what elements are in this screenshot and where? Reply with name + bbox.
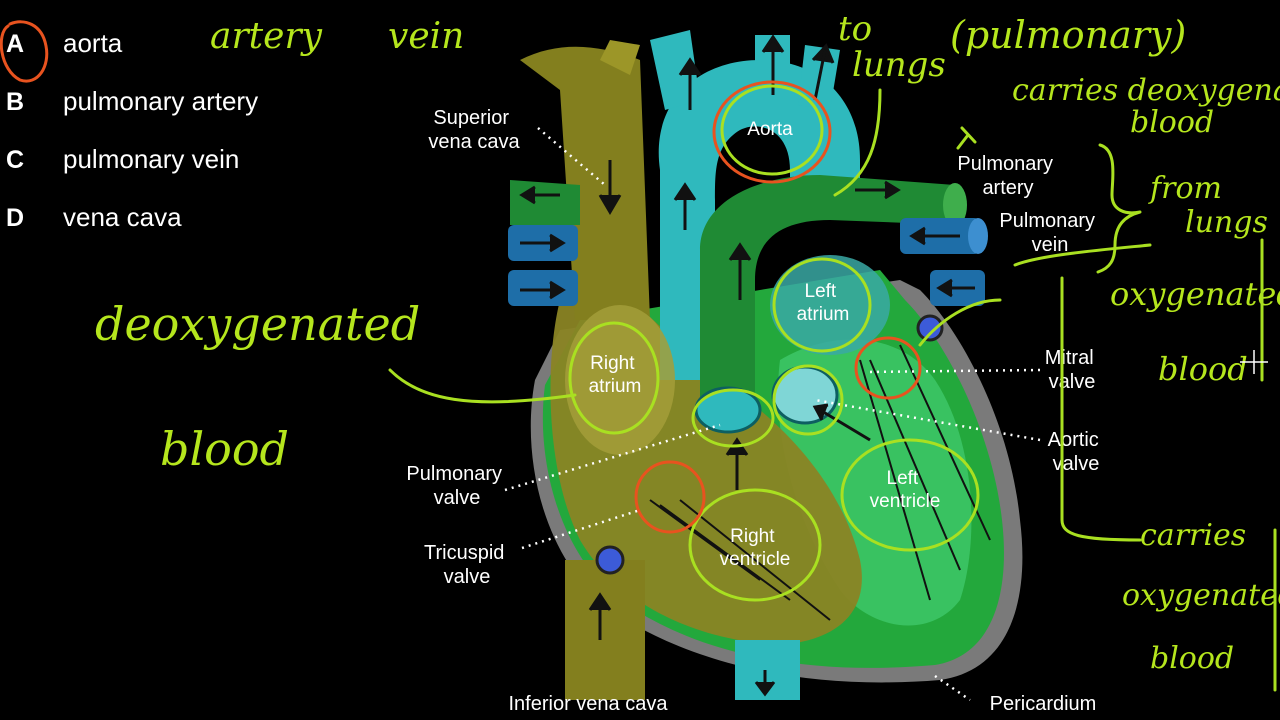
right-atrium-pointer xyxy=(388,368,577,404)
pulmonary-vein-label: Pulmonary vein xyxy=(999,210,1100,256)
pulmonary-vein-opening xyxy=(968,218,988,254)
aorta-branch-1 xyxy=(650,30,700,110)
superior-vena-cava xyxy=(520,46,650,320)
option-letter: D xyxy=(6,204,24,232)
pulmonary-valve-circle xyxy=(691,388,775,448)
aorta-circle-red xyxy=(712,80,832,184)
curly-brace-vein xyxy=(1096,143,1142,274)
hand-to-lungs: to lungs xyxy=(838,9,946,85)
tricuspid-valve-label: Tricuspid valve xyxy=(424,542,510,588)
node-right xyxy=(916,314,944,342)
pulmonary-vein-left-2 xyxy=(508,270,578,306)
inferior-vena-cava-label: Inferior vena cava xyxy=(509,693,669,715)
answer-options: A aorta B pulmonary artery C pulmonary v… xyxy=(0,20,258,232)
right-atrium-label: Right atrium xyxy=(589,353,642,397)
right-ventricle-circle xyxy=(688,488,822,602)
option-d[interactable]: D vena cava xyxy=(6,202,182,232)
left-atrium-label: Left atrium xyxy=(797,281,850,325)
pericardium-label: Pericardium xyxy=(990,693,1097,715)
right-atrium-circle xyxy=(568,321,660,435)
aorta-circle-green xyxy=(720,84,824,176)
hand-carries-oxygenated: carries oxygenated blood xyxy=(1122,518,1280,676)
option-text: pulmonary artery xyxy=(63,86,258,116)
left-ventricle-label: Left ventricle xyxy=(870,468,941,512)
option-letter: A xyxy=(6,30,24,58)
pulmonary-valve-label: Pulmonary valve xyxy=(406,463,507,509)
hand-artery: artery xyxy=(210,16,323,57)
answer-circle-annotation xyxy=(0,20,49,83)
option-text: vena cava xyxy=(63,202,182,232)
svc-branch xyxy=(600,40,640,75)
left-atrium-circle xyxy=(772,257,872,353)
hand-oxygenated-blood: oxygenated blood xyxy=(1110,275,1280,388)
cursor-crosshair xyxy=(1240,350,1268,374)
handwritten-notes: artery vein to lungs (pulmonary) carries… xyxy=(95,9,1280,692)
superior-vena-cava-label: Superior vena cava xyxy=(428,107,520,153)
hand-deoxygenated-blood: deoxygenated blood xyxy=(95,297,435,476)
pulmonary-artery-trunk xyxy=(700,175,960,420)
left-ventricle-circle xyxy=(840,438,980,552)
hand-vein: vein xyxy=(388,16,464,57)
option-b[interactable]: B pulmonary artery xyxy=(6,86,258,116)
bracket-line xyxy=(1060,276,1142,542)
hand-pulmonary: (pulmonary) xyxy=(950,13,1186,57)
option-c[interactable]: C pulmonary vein xyxy=(6,144,239,174)
pulmonary-artery-left-branch xyxy=(510,180,580,225)
tricuspid-circle-red xyxy=(634,460,706,534)
right-ventricle-label: Right ventricle xyxy=(720,526,791,570)
aorta-label: Aorta xyxy=(747,119,793,140)
pulmonary-artery-check xyxy=(956,126,977,150)
node-left xyxy=(595,545,625,575)
pulmonary-valve-shape xyxy=(694,386,762,434)
pulmonary-artery-opening xyxy=(943,183,967,227)
aortic-valve-label: Aortic valve xyxy=(1048,429,1105,475)
annotation-circles xyxy=(568,80,980,602)
pulmonary-artery-label: Pulmonary artery xyxy=(957,153,1058,199)
hand-carries-deoxygenated: carries deoxygenated blood xyxy=(1012,73,1280,140)
aortic-valve-circle xyxy=(772,364,844,436)
leader-lines xyxy=(504,127,1041,702)
left-atrium-chamber xyxy=(770,255,890,355)
option-a[interactable]: A aorta xyxy=(6,28,123,58)
vein-pointer xyxy=(1013,243,1152,267)
option-letter: C xyxy=(6,146,24,174)
option-letter: B xyxy=(6,88,24,116)
flow-arrows xyxy=(519,34,975,697)
mitral-pointer xyxy=(918,298,1002,347)
option-text: aorta xyxy=(63,28,123,58)
descending-aorta xyxy=(735,640,800,700)
option-text: pulmonary vein xyxy=(63,144,239,174)
hand-from-lungs: from lungs xyxy=(1148,171,1268,240)
diagram-labels: Superior vena cava Aorta Pulmonary arter… xyxy=(406,107,1105,715)
mitral-valve-label: Mitral valve xyxy=(1045,347,1099,393)
mitral-circle-red xyxy=(854,336,922,400)
inferior-vena-cava xyxy=(565,560,645,700)
aorta-pointer xyxy=(833,88,882,197)
